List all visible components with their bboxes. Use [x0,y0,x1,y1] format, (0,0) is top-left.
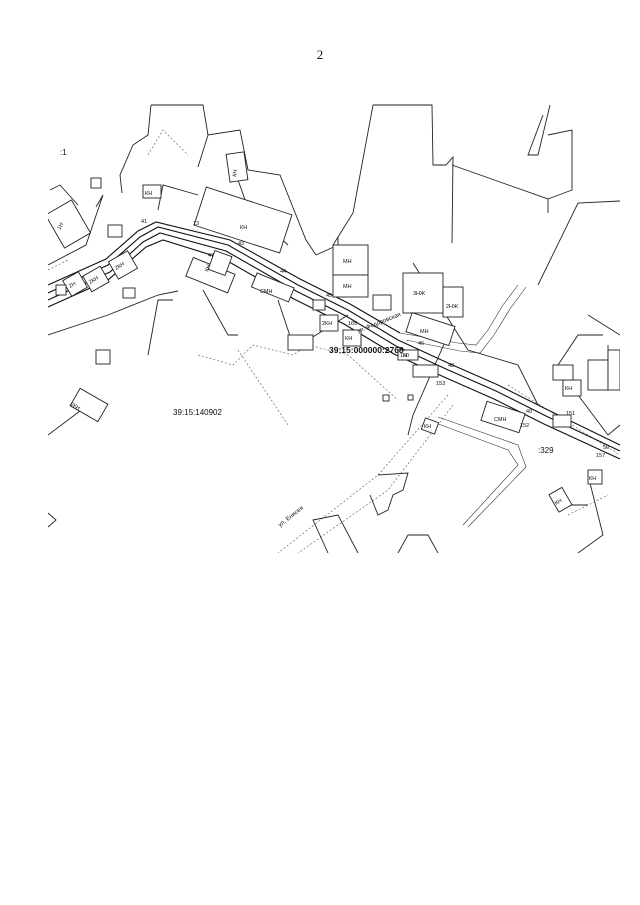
point-label: 47 [208,253,214,259]
building-label-kn: КН [145,191,152,197]
point-label: 46 [418,341,424,347]
building-label-kn: КН [240,225,247,231]
street-fedorovskaya-label: ул. Федоровская [357,312,402,335]
point-label: 150 [400,353,409,359]
building-label-mn: МН [420,329,429,335]
building-label-2nzh: 2НЖ [446,304,458,310]
point-label: 157 [596,453,605,459]
map-canvas: 39:15:000000:2768 39:15:140902 :329 :1 у… [48,104,620,553]
point-label: 44 [280,269,286,275]
parcel-northwest-label: :1 [60,148,67,157]
building-label-kn: КН [232,169,239,177]
point-label: 43 [238,241,244,247]
building-label-mn: МН [343,259,352,265]
building-label-kn: КН [554,498,563,507]
point-label: 152 [520,423,529,429]
point-label: 45 [326,293,332,299]
point-label: 165 [348,321,357,327]
point-label: 48 [448,363,454,369]
buildings [48,151,620,513]
building-label-2kn: 2КН [322,321,332,327]
cadastral-map: 39:15:000000:2768 39:15:140902 :329 :1 у… [48,95,620,553]
building-label-kn: КН [204,264,212,273]
point-label: 151 [566,411,575,417]
building-label-2kn: 2КН [69,402,81,412]
building-label-2n: 2Н [68,281,77,290]
building-label-kn: КН [565,386,572,392]
point-label: 153 [436,381,445,387]
point-label: 50 [603,445,609,451]
building-label-2kn: 2КН [88,275,100,285]
point-label: 49 [526,409,532,415]
point-label: 41 [141,219,147,225]
parcel-boundaries [48,104,620,553]
point-label: 13 [193,221,199,227]
building-label-1n: 1Н [57,222,66,231]
dashed-boundaries [48,129,620,553]
parcel-east-label: :329 [538,446,554,455]
building-label-kn: КН [589,476,596,482]
building-label-smn: СМН [260,289,272,295]
parcel-southwest-label: 39:15:140902 [173,408,222,417]
page-number: 2 [316,47,324,62]
map-edge-mark [48,512,57,528]
building-label-2kn: 2КН [114,261,126,271]
building-label-mn: МН [343,284,352,290]
building-label-kn: КН [424,424,431,430]
parcel-main-label: 39:15:000000:2768 [329,345,404,355]
road-yenisey [312,416,527,553]
building-label-3nzh: 3НЖ [413,291,425,297]
building-label-n: Н [403,353,407,359]
building-label-kn: КН [345,336,352,342]
building-label-smn: СМН [494,417,506,423]
street-yenisey-label: ул. Енисея [278,505,305,528]
